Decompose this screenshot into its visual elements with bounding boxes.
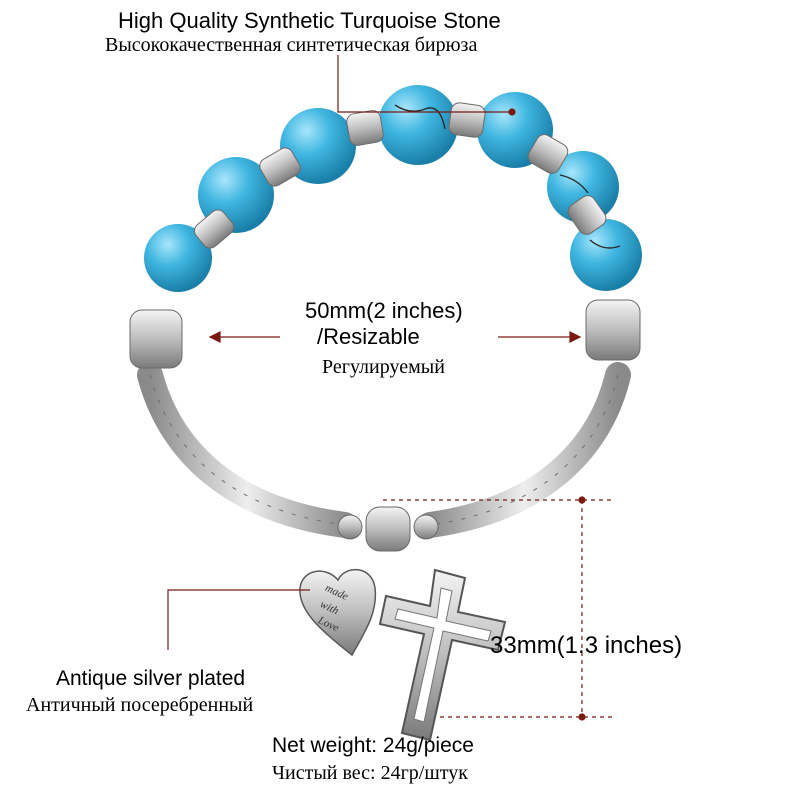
callout-lines: [167, 55, 612, 721]
turquoise-beads: [144, 85, 642, 292]
stone-label-en: High Quality Synthetic Turquoise Stone: [118, 8, 501, 33]
size-label-ru: Регулируемый: [322, 356, 445, 378]
weight-label-ru: Чистый вес: 24гр/штук: [272, 762, 468, 784]
silver-spacers: [129, 102, 641, 552]
silver-tube-right: [417, 362, 631, 538]
size-label-en-line1: 50mm(2 inches): [305, 298, 463, 323]
plating-label-ru: Античный посеребренный: [26, 694, 254, 716]
size-label-en-line2: /Resizable: [317, 324, 420, 349]
cross-pendant: [378, 568, 507, 742]
plating-label-en: Antique silver plated: [56, 667, 246, 690]
heart-charm: made with Love: [299, 568, 377, 657]
pendant-size-label: 33mm(1.3 inches): [490, 632, 683, 659]
stone-label-ru: Высококачественная синтетическая бирюза: [105, 34, 478, 56]
silver-tube-left: [137, 362, 358, 538]
weight-label-en: Net weight: 24g/piece: [272, 734, 474, 757]
